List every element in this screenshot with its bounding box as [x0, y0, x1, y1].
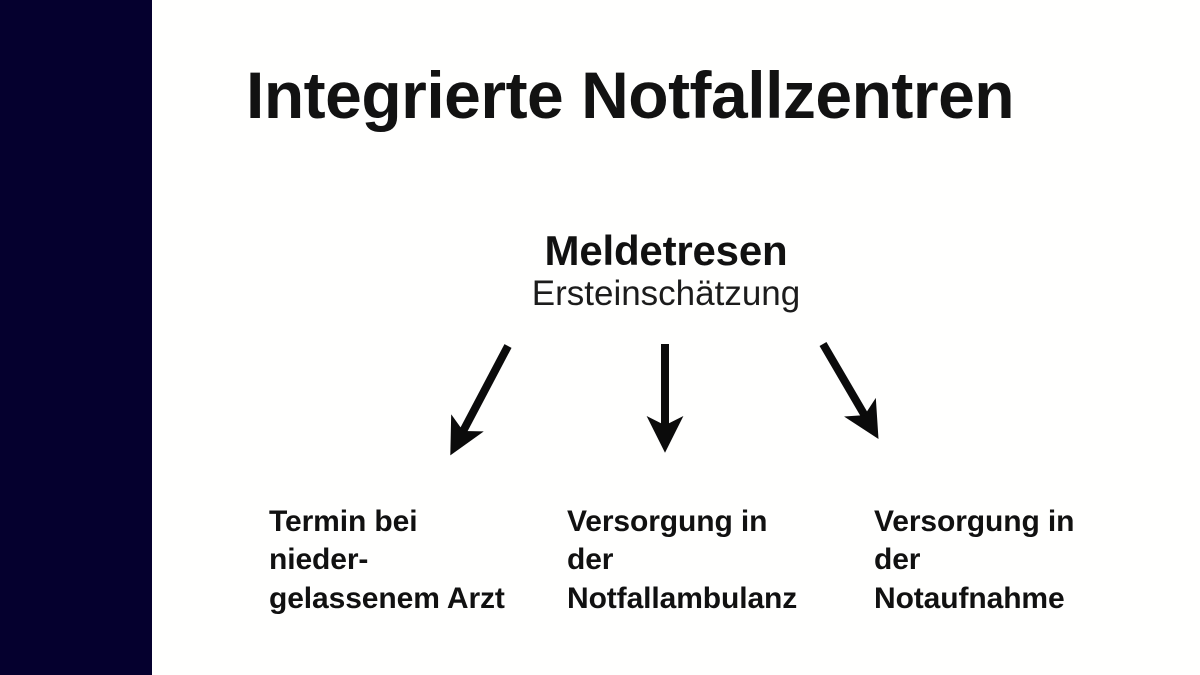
- outcome-label-niedergelassener-arzt: Termin bei nieder- gelassenem Arzt: [269, 505, 505, 615]
- diagram-root-node: Meldetresen Ersteinschätzung: [440, 228, 892, 314]
- left-accent-bar: [0, 0, 152, 675]
- arrow-to-niedergelassener-arzt-icon: [450, 344, 512, 456]
- outcome-label-notaufnahme: Versorgung in der Notaufnahme: [874, 505, 1075, 615]
- arrow-to-notaufnahme-icon: [819, 341, 879, 439]
- root-node-subtitle: Ersteinschätzung: [531, 274, 801, 314]
- root-node-title: Meldetresen: [544, 227, 788, 274]
- page-title: Integrierte Notfallzentren: [246, 58, 1015, 132]
- outcome-label-notfallambulanz: Versorgung in der Notfallambulanz: [567, 505, 798, 615]
